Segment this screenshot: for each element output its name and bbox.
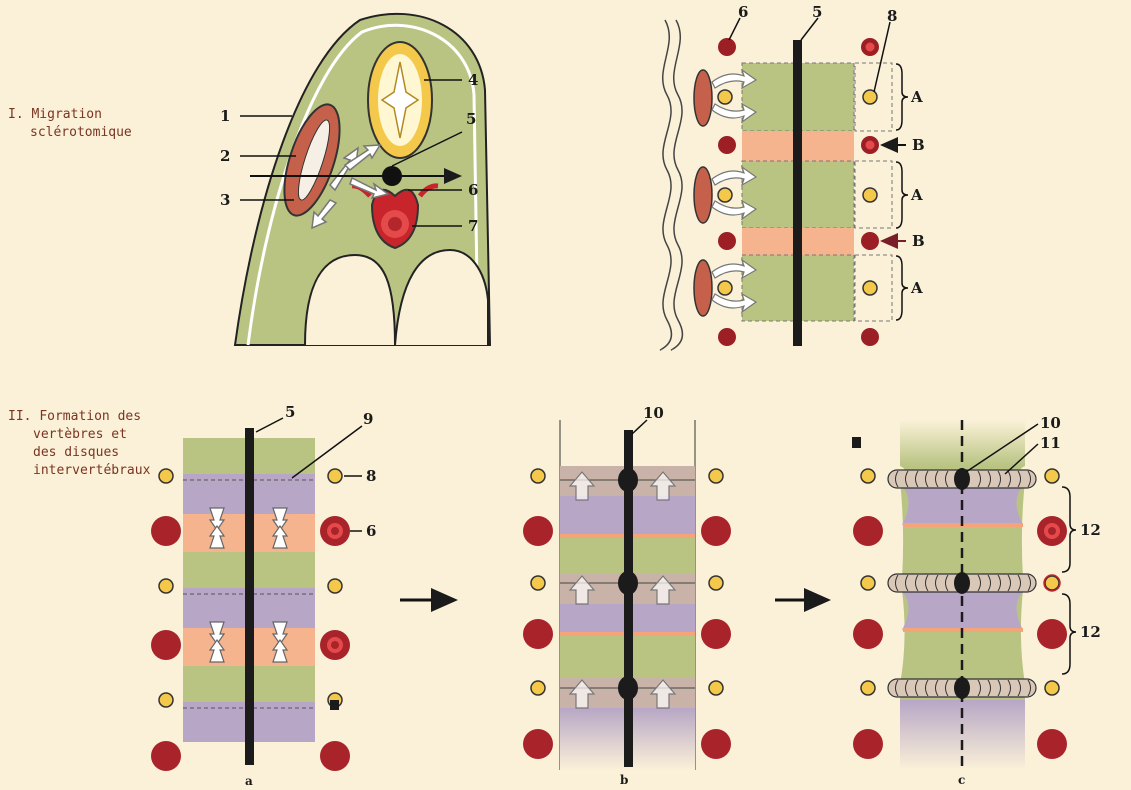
notochord-dot: [382, 166, 402, 186]
label-b: b: [620, 773, 628, 787]
label-6-top: 6: [738, 3, 748, 21]
label-B-1: B: [912, 136, 925, 154]
label-B-2: B: [912, 232, 925, 250]
label-A-1: A: [910, 88, 923, 106]
label-6-a: 6: [366, 522, 376, 540]
label-3: 3: [220, 191, 230, 209]
label-5-top: 5: [812, 3, 822, 21]
label-6: 6: [468, 181, 478, 199]
label-10-b: 10: [643, 404, 664, 422]
label-12-1: 12: [1080, 521, 1101, 539]
segmentation-figure: 6 5 8 A B A B A: [661, 3, 925, 350]
label-A-2: A: [910, 186, 923, 204]
label-8-top: 8: [887, 7, 897, 25]
label-8-a: 8: [366, 467, 376, 485]
myotome-shapes: [694, 70, 712, 316]
label-A-3: A: [910, 279, 923, 297]
panel-b-figure: 10 b: [523, 404, 731, 787]
label-a: a: [245, 774, 253, 788]
label-5-a: 5: [285, 403, 295, 421]
notochord-bar: [793, 40, 802, 346]
cross-section-figure: 1 2 3 4 5 6 7: [220, 14, 490, 345]
label-7: 7: [468, 217, 478, 235]
label-c: c: [958, 773, 965, 787]
label-9: 9: [363, 410, 373, 428]
label-10-c: 10: [1040, 414, 1061, 432]
label-4: 4: [468, 71, 478, 89]
panel-c-figure: 10 11 12 12 c: [852, 414, 1101, 787]
label-1: 1: [220, 107, 230, 125]
label-12-2: 12: [1080, 623, 1101, 641]
label-11: 11: [1040, 434, 1061, 452]
label-5: 5: [466, 110, 476, 128]
panel-a-figure: 5 9 8 6 a: [151, 403, 376, 788]
label-2: 2: [220, 147, 230, 165]
